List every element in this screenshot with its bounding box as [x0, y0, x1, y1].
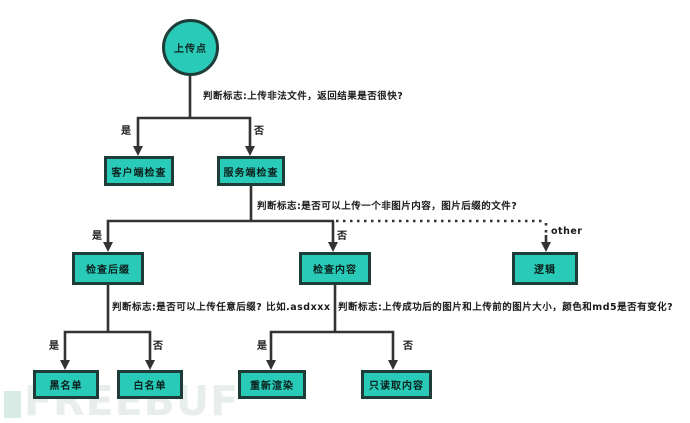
- node-upload-point-label: 上传点: [174, 44, 207, 55]
- arrowhead: [103, 242, 113, 252]
- node-check-content: 检查内容: [299, 252, 371, 285]
- branch-label-no-4: 否: [403, 341, 413, 352]
- node-rerender: 重新渲染: [238, 370, 306, 399]
- freebuf-logo-icon: [4, 390, 21, 418]
- node-read-only: 只读取内容: [361, 370, 432, 399]
- node-client-check: 客户端检查: [104, 156, 174, 186]
- branch-label-yes-3: 是: [49, 341, 59, 352]
- branch-label-yes-1: 是: [121, 126, 131, 137]
- arrowhead: [133, 146, 143, 156]
- node-upload-point: 上传点: [162, 19, 219, 76]
- node-check-content-label: 检查内容: [313, 265, 357, 276]
- arrowhead: [266, 360, 276, 370]
- branch-label-no-1: 否: [254, 126, 264, 137]
- branch-label-no-2: 否: [337, 231, 347, 242]
- edge-label-q4: 判断标志:上传成功后的图片和上传前的图片大小，颜色和md5是否有变化?: [338, 302, 674, 313]
- node-whitelist: 白名单: [117, 370, 183, 399]
- arrowhead: [145, 360, 155, 370]
- arrowhead: [328, 242, 338, 252]
- node-server-check: 服务端检查: [217, 156, 285, 186]
- node-whitelist-label: 白名单: [133, 381, 167, 392]
- node-rerender-label: 重新渲染: [250, 381, 294, 392]
- node-blacklist: 黑名单: [33, 370, 99, 399]
- node-check-suffix-label: 检查后缀: [86, 265, 130, 276]
- node-blacklist-label: 黑名单: [49, 381, 83, 392]
- arrowhead: [60, 360, 70, 370]
- branch-label-no-3: 否: [153, 341, 163, 352]
- edge-label-q3: 判断标志:是否可以上传任意后缀? 比如.asdxxx: [112, 302, 331, 313]
- branch-label-yes-2: 是: [92, 231, 102, 242]
- edge-label-q1: 判断标志:上传非法文件，返回结果是否很快?: [203, 91, 404, 102]
- dotted-other-edge: [336, 219, 548, 234]
- node-logic: 逻辑: [512, 252, 578, 285]
- arrowhead: [388, 360, 398, 370]
- solid-edges: [63, 76, 548, 361]
- branch-label-other: other: [551, 226, 583, 237]
- node-read-only-label: 只读取内容: [369, 381, 424, 392]
- node-client-check-label: 客户端检查: [111, 167, 167, 179]
- edge-label-q2: 判断标志:是否可以上传一个非图片内容，图片后缀的文件?: [257, 201, 518, 212]
- node-server-check-label: 服务端检查: [223, 167, 279, 179]
- arrowhead: [245, 146, 255, 156]
- node-check-suffix: 检查后缀: [72, 252, 144, 285]
- branch-label-yes-4: 是: [257, 341, 267, 352]
- node-logic-label: 逻辑: [534, 265, 556, 276]
- arrowhead: [541, 242, 551, 252]
